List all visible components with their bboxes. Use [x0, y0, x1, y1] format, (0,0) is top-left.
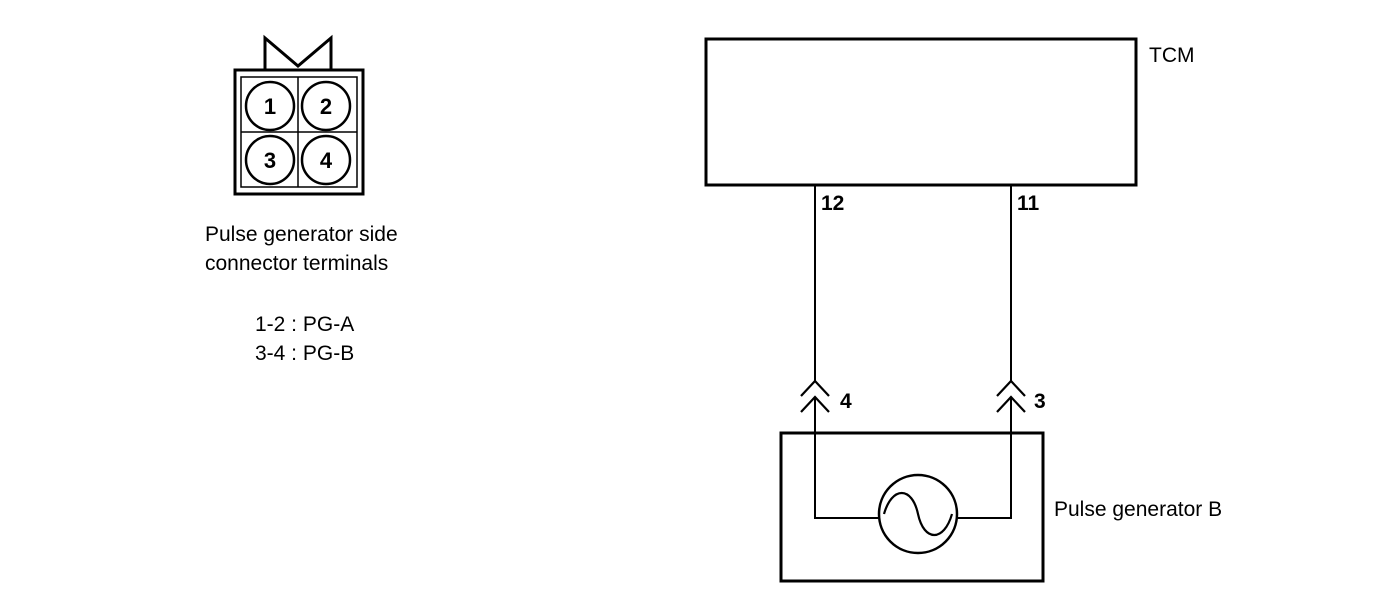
- tcm-label: TCM: [1149, 44, 1195, 67]
- pulse-generator-label: Pulse generator B: [1054, 498, 1222, 521]
- connector-caption-line2: connector terminals: [205, 252, 388, 275]
- pin-map-pg-a: 1-2 : PG-A: [255, 313, 354, 336]
- connector-face-view: 1 2 3 4: [233, 34, 365, 196]
- terminal-4-label: 4: [320, 148, 333, 173]
- pulse-generator-box: [779, 431, 1045, 583]
- terminal-1: [244, 80, 296, 132]
- tcm-pin-12-label: 12: [821, 192, 844, 215]
- terminal-3-label: 3: [264, 148, 276, 173]
- connector-pin-3-label: 3: [1034, 390, 1046, 413]
- pin-map-pg-b: 3-4 : PG-B: [255, 342, 354, 365]
- terminal-2-label: 2: [320, 94, 332, 119]
- connector-pin-4-label: 4: [840, 390, 852, 413]
- connector-housing: [233, 68, 365, 196]
- wire-left-lower: [814, 397, 878, 519]
- tcm-box: [704, 37, 1138, 187]
- ac-source-icon: [877, 473, 959, 555]
- terminal-4: [300, 134, 352, 186]
- sine-wave-icon: [882, 492, 954, 536]
- connector-lock-tab: [263, 34, 333, 70]
- connector-caption-line1: Pulse generator side: [205, 223, 398, 246]
- wire-right-lower: [958, 397, 1012, 519]
- terminal-2: [300, 80, 352, 132]
- terminal-1-label: 1: [264, 94, 276, 119]
- tcm-pin-11-label: 11: [1017, 192, 1040, 215]
- terminal-3: [244, 134, 296, 186]
